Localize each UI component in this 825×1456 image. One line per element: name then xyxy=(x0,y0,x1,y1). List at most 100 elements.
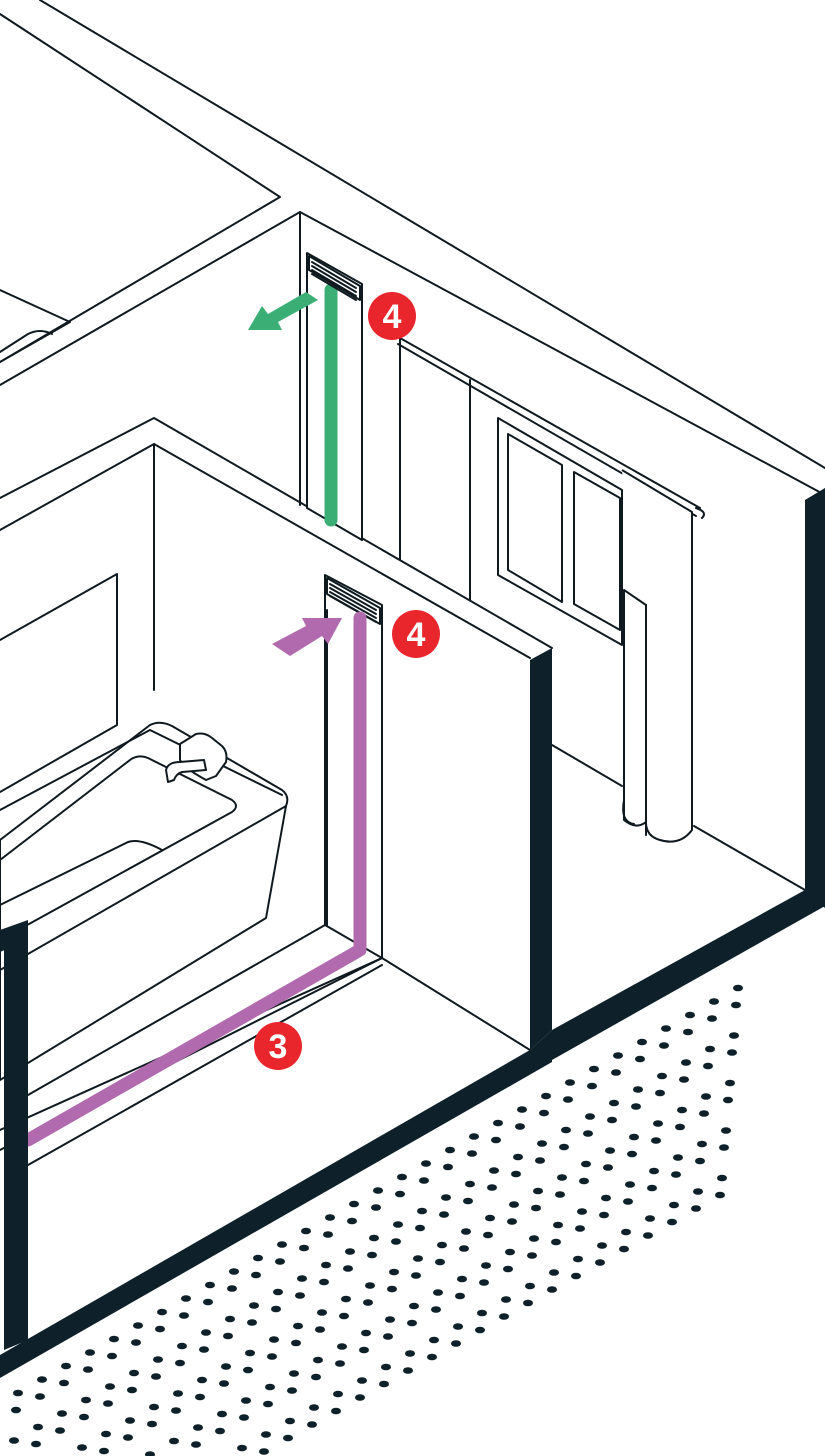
ground-dot xyxy=(299,1245,309,1252)
ground-dot xyxy=(653,1120,663,1127)
ground-dot xyxy=(33,1424,43,1431)
ground-dot xyxy=(625,1181,635,1188)
ground-dot xyxy=(173,1390,183,1397)
ground-dot xyxy=(9,1437,19,1444)
ground-dot xyxy=(565,1079,575,1086)
ground-dot xyxy=(403,1367,413,1374)
ground-dot xyxy=(673,1154,683,1161)
ground-dot xyxy=(13,1390,23,1397)
ground-dot xyxy=(557,1174,567,1181)
ground-dot xyxy=(525,1283,535,1290)
badge-floor-duct-number: 3 xyxy=(269,1028,288,1066)
ground-dot xyxy=(509,1201,519,1208)
ground-dot xyxy=(363,1299,373,1306)
ground-dot xyxy=(133,1322,143,1329)
ground-dot xyxy=(645,1215,655,1222)
ground-dot xyxy=(517,1106,527,1113)
ground-dot xyxy=(675,1124,685,1131)
ground-dot xyxy=(699,1110,709,1117)
ground-dot xyxy=(241,1397,251,1404)
ground-dot xyxy=(217,1411,227,1418)
ground-dot xyxy=(589,1066,599,1073)
ground-dot-pattern xyxy=(9,985,743,1456)
ground-dot xyxy=(365,1282,375,1289)
ground-dot xyxy=(417,1208,427,1215)
ground-dot xyxy=(595,1259,605,1266)
ground-dot xyxy=(431,1306,441,1313)
ground-dot xyxy=(151,1373,161,1380)
ground-dot xyxy=(269,1336,279,1343)
ground-dot xyxy=(331,1408,341,1415)
ground-dot xyxy=(441,1194,451,1201)
ground-dot xyxy=(627,1151,637,1158)
ground-dot xyxy=(391,1238,401,1245)
ground-dot xyxy=(321,1262,331,1269)
ground-dot xyxy=(261,1431,271,1438)
ground-dot xyxy=(237,1445,247,1452)
ground-dot xyxy=(443,1164,453,1171)
ground-dot xyxy=(293,1323,303,1330)
ground-dot xyxy=(659,1042,669,1049)
ground-dot xyxy=(201,1329,211,1336)
ground-dot xyxy=(407,1320,417,1327)
ground-dot xyxy=(435,1259,445,1266)
ground-dot xyxy=(603,1164,613,1171)
ground-dot xyxy=(289,1370,299,1377)
ground-dot xyxy=(657,1073,667,1080)
curtain xyxy=(622,470,692,842)
ground-dot xyxy=(411,1272,421,1279)
ground-dot xyxy=(229,1268,239,1275)
ground-dot xyxy=(693,1188,703,1195)
ground-dot xyxy=(155,1326,165,1333)
ground-dot xyxy=(125,1417,135,1424)
ground-dot xyxy=(251,1272,261,1279)
ground-dot xyxy=(271,1306,281,1313)
ground-dot xyxy=(415,1225,425,1232)
ground-dot xyxy=(153,1356,163,1363)
ground-dot xyxy=(77,1444,87,1451)
ground-dot xyxy=(503,1266,513,1273)
ground-dot xyxy=(239,1414,249,1421)
ground-dot xyxy=(437,1242,447,1249)
ground-dot xyxy=(105,1383,115,1390)
ground-dot xyxy=(561,1127,571,1134)
ground-dot xyxy=(395,1191,405,1198)
ground-dot xyxy=(461,1228,471,1235)
ground-dot xyxy=(465,1181,475,1188)
ground-dot xyxy=(551,1239,561,1246)
ground-dot xyxy=(485,1215,495,1222)
ground-dot xyxy=(647,1185,657,1192)
ground-dot xyxy=(433,1289,443,1296)
ground-dot xyxy=(575,1225,585,1232)
ground-dot xyxy=(383,1333,393,1340)
ground-dot xyxy=(179,1312,189,1319)
ground-dot xyxy=(701,1093,711,1100)
ground-dot xyxy=(381,1364,391,1371)
ground-dot xyxy=(345,1248,355,1255)
ground-dot xyxy=(723,1097,733,1104)
ground-dot xyxy=(717,1175,727,1182)
ground-dot xyxy=(611,1069,621,1076)
ground-dot xyxy=(149,1404,159,1411)
badge-supply-vent: 4 xyxy=(368,292,416,340)
ground-dot xyxy=(367,1252,377,1259)
ground-dot xyxy=(455,1293,465,1300)
ground-dot xyxy=(11,1407,21,1414)
ground-dot xyxy=(99,1448,109,1455)
ground-dot xyxy=(585,1113,595,1120)
ground-dot xyxy=(445,1147,455,1154)
ground-dot xyxy=(427,1354,437,1361)
ground-dot xyxy=(283,1435,293,1442)
ground-dot xyxy=(387,1286,397,1293)
ground-dot xyxy=(85,1349,95,1356)
ground-dot xyxy=(453,1323,463,1330)
ground-dot xyxy=(157,1309,167,1316)
ground-dot xyxy=(681,1059,691,1066)
ground-dot xyxy=(379,1381,389,1388)
ground-dot xyxy=(469,1133,479,1140)
ground-dot xyxy=(655,1090,665,1097)
ground-dot xyxy=(703,1063,713,1070)
ground-dot xyxy=(511,1171,521,1178)
ground-dot xyxy=(635,1056,645,1063)
